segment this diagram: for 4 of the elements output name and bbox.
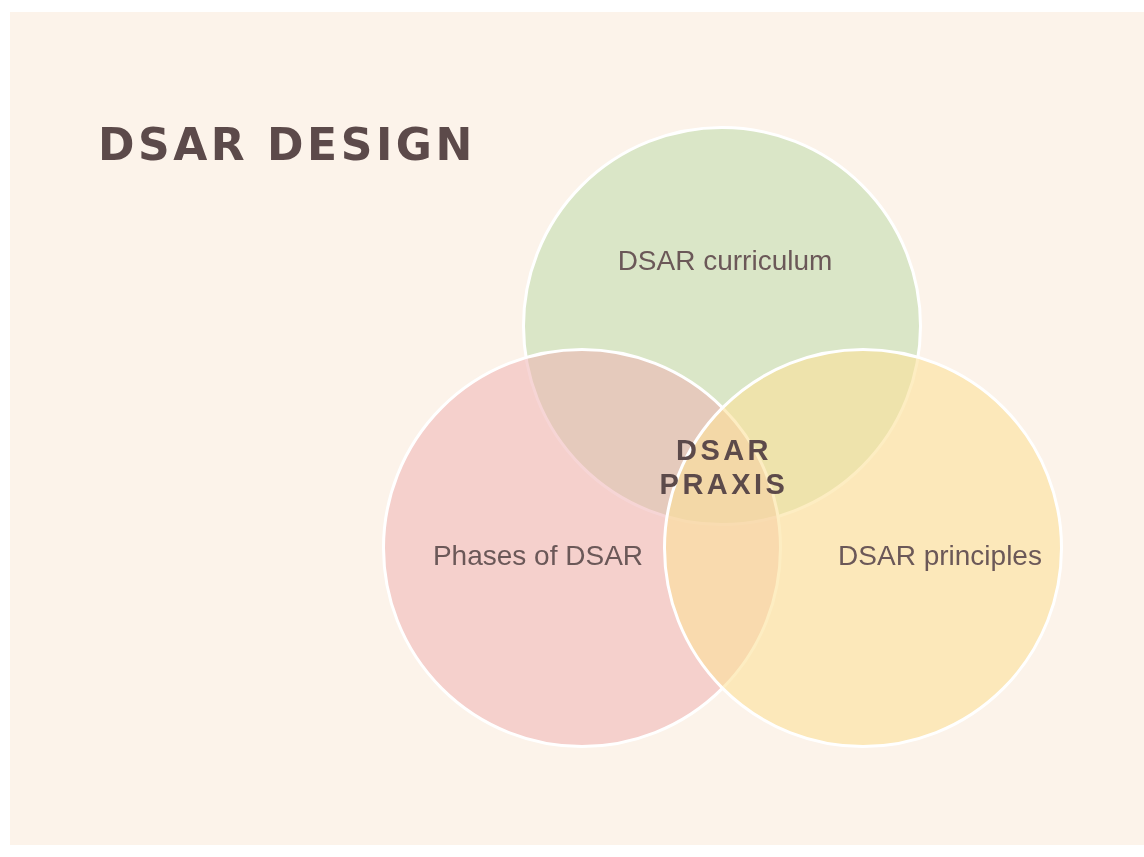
- circle-label: DSAR principles: [838, 539, 1042, 573]
- title: DSAR DESIGN: [98, 118, 476, 172]
- circle-label: DSAR curriculum: [617, 244, 833, 278]
- circle-label: Phases of DSAR: [432, 539, 644, 573]
